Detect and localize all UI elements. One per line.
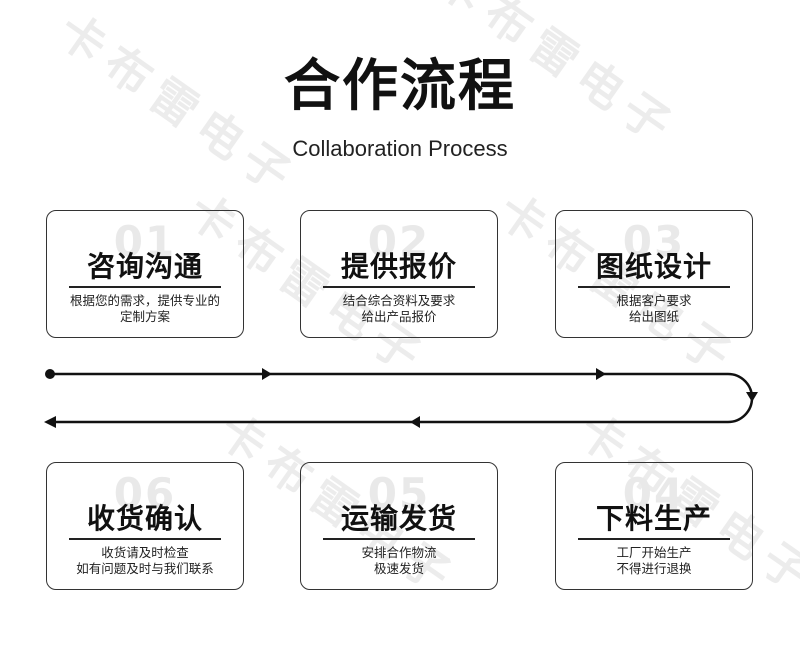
- step-card-shipping: 05 运输发货 安排合作物流 极速发货: [300, 462, 498, 590]
- divider: [323, 538, 475, 540]
- step-description: 根据客户要求 给出图纸: [556, 293, 752, 325]
- step-card-consult: 01 咨询沟通 根据您的需求，提供专业的 定制方案: [46, 210, 244, 338]
- divider: [69, 538, 221, 540]
- step-description: 收货请及时检查 如有问题及时与我们联系: [47, 545, 243, 577]
- step-number: 06: [113, 469, 177, 518]
- step-description-line: 极速发货: [373, 561, 424, 576]
- divider: [323, 286, 475, 288]
- step-description-line: 定制方案: [119, 309, 170, 324]
- flow-path: [48, 372, 754, 424]
- step-description-line: 工厂开始生产: [616, 545, 692, 560]
- step-description: 根据您的需求，提供专业的 定制方案: [47, 293, 243, 325]
- arrow-head-down-icon: [746, 392, 758, 402]
- divider: [578, 286, 730, 288]
- page-title: 合作流程: [284, 54, 516, 119]
- step-card-design: 03 图纸设计 根据客户要求 给出图纸: [555, 210, 753, 338]
- step-description: 工厂开始生产 不得进行退换: [556, 545, 752, 577]
- step-description-line: 根据客户要求: [616, 293, 692, 308]
- step-card-production: 04 下料生产 工厂开始生产 不得进行退换: [555, 462, 753, 590]
- step-title: 图纸设计: [595, 250, 712, 283]
- step-number: 04: [622, 469, 686, 518]
- step-description-line: 不得进行退换: [616, 561, 692, 576]
- step-title: 下料生产: [595, 502, 712, 535]
- step-description-line: 结合综合资料及要求: [342, 293, 456, 308]
- step-description-line: 如有问题及时与我们联系: [76, 561, 214, 576]
- arrow-head-right-icon: [596, 368, 606, 380]
- step-description-line: 安排合作物流: [361, 545, 437, 560]
- step-card-quote: 02 提供报价 结合综合资料及要求 给出产品报价: [300, 210, 498, 338]
- step-description-line: 给出图纸: [628, 309, 679, 324]
- step-title: 收货确认: [86, 502, 203, 535]
- arrow-head-left-icon: [44, 416, 56, 428]
- step-description-line: 收货请及时检查: [101, 545, 189, 560]
- step-description-line: 给出产品报价: [361, 309, 437, 324]
- step-number: 05: [367, 469, 431, 518]
- divider: [69, 286, 221, 288]
- divider: [578, 538, 730, 540]
- page-subtitle: Collaboration Process: [292, 136, 508, 161]
- step-description-line: 根据您的需求，提供专业的: [69, 293, 220, 308]
- arrow-head-right-icon: [262, 368, 272, 380]
- step-description: 结合综合资料及要求 给出产品报价: [301, 293, 497, 325]
- arrow-head-left-icon: [410, 416, 420, 428]
- step-number: 01: [113, 217, 177, 266]
- step-title: 咨询沟通: [86, 250, 203, 283]
- step-title: 提供报价: [340, 250, 457, 283]
- step-number: 02: [367, 217, 431, 266]
- step-description: 安排合作物流 极速发货: [301, 545, 497, 577]
- step-number: 03: [622, 217, 686, 266]
- step-title: 运输发货: [340, 502, 457, 535]
- step-card-receive: 06 收货确认 收货请及时检查 如有问题及时与我们联系: [46, 462, 244, 590]
